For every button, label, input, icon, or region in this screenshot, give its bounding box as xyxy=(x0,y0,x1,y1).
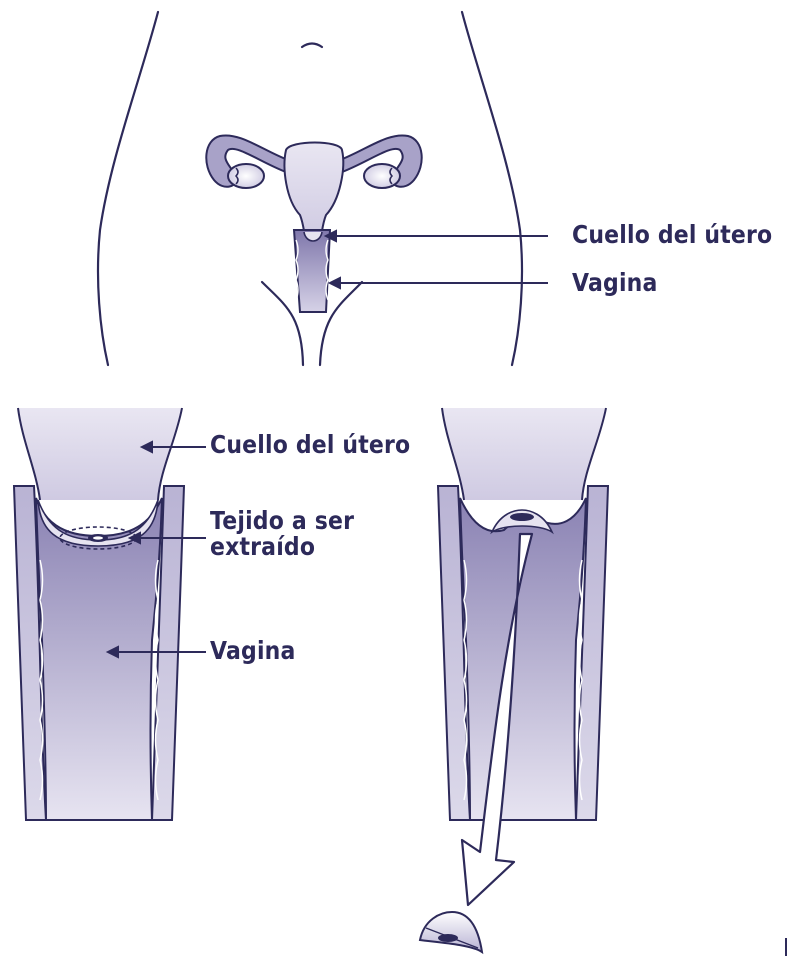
label-tissue-line-2: extraído xyxy=(210,534,386,560)
closeup-left xyxy=(14,408,184,820)
body-right-contour xyxy=(462,12,522,365)
label-cervix-top: Cuello del útero xyxy=(572,222,772,247)
label-vagina-top: Vagina xyxy=(572,270,658,295)
body-left-contour xyxy=(98,12,158,365)
label-cervix-closeup: Cuello del útero xyxy=(210,432,410,457)
cervical-os-highlight xyxy=(93,536,103,539)
uterus-illustration xyxy=(206,135,421,312)
closeup-right xyxy=(420,408,608,952)
top-leader-lines xyxy=(326,231,548,288)
label-vagina-closeup: Vagina xyxy=(210,638,296,663)
ovary-left xyxy=(228,164,264,188)
cervix-neck-left xyxy=(18,408,182,500)
removed-tissue-os xyxy=(438,934,458,942)
arrowhead-vagina-top xyxy=(330,278,340,288)
navel-icon xyxy=(302,44,322,48)
vagina-tube-top xyxy=(294,230,330,312)
excised-crater-center xyxy=(510,513,534,521)
label-tissue-to-remove: Tejido a ser extraído xyxy=(210,508,386,560)
label-tissue-line-1: Tejido a ser xyxy=(210,508,386,534)
ovary-right xyxy=(364,164,400,188)
uterus-body xyxy=(285,143,344,241)
cervix-neck-right xyxy=(442,408,606,500)
